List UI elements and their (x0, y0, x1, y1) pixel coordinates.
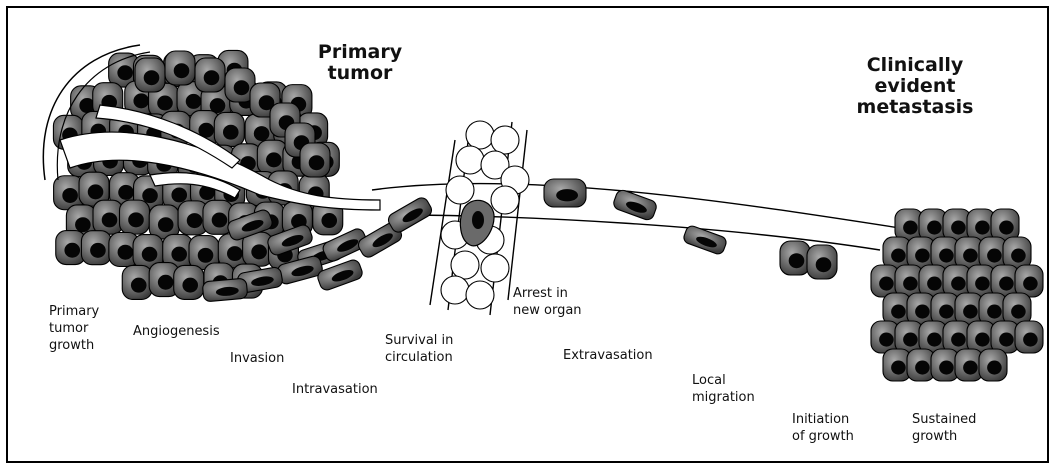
tumor-cell (122, 265, 152, 299)
initiating-cell (780, 241, 810, 275)
step-label-intravasation: Intravasation (292, 381, 422, 398)
step-label-invasion: Invasion (230, 350, 320, 367)
step-label-survival-in-circulation: Survival in circulation (385, 332, 485, 366)
tumor-cell (214, 112, 244, 146)
tumor-cell (165, 51, 195, 85)
red-blood-cell (456, 146, 484, 174)
step-label-local-migration: Local migration (692, 372, 782, 406)
invading-cell (202, 278, 248, 302)
tumor-cell (119, 200, 149, 234)
metastasis-cell (1003, 237, 1031, 269)
metastasis-cell (1015, 321, 1043, 353)
red-blood-cell (446, 176, 474, 204)
metastasis-cell (979, 349, 1007, 381)
circulation-vessel-wall-far (508, 130, 527, 300)
step-label-sustained-growth: Sustained growth (912, 411, 1002, 445)
primary-tumor-title: Primary tumor (305, 42, 415, 84)
tumor-cell (174, 265, 204, 299)
tumor-cell (300, 143, 330, 177)
red-blood-cell (451, 251, 479, 279)
tumor-cell (195, 58, 225, 92)
red-blood-cell (441, 276, 469, 304)
initiating-cell (807, 245, 837, 279)
step-label-primary-tumor-growth: Primary tumor growth (49, 303, 129, 354)
red-blood-cell (466, 121, 494, 149)
metastasis-mass (871, 209, 1043, 381)
metastasis-cell (991, 209, 1019, 241)
metastasis-title: Clinically evident metastasis (845, 55, 985, 118)
step-label-initiation-of-growth: Initiation of growth (792, 411, 882, 445)
migrating-cells (544, 179, 837, 279)
extravasating-cell (544, 179, 586, 207)
tumor-cell (81, 231, 111, 265)
red-blood-cell (491, 126, 519, 154)
invading-cell (386, 195, 434, 234)
metastasis-cell (1015, 265, 1043, 297)
red-blood-cell (491, 186, 519, 214)
step-label-arrest-in-new-organ: Arrest in new organ (513, 285, 613, 319)
red-blood-cell (466, 281, 494, 309)
tumor-cell (93, 200, 123, 234)
step-label-extravasation: Extravasation (563, 347, 693, 364)
tumor-cell (135, 58, 165, 92)
red-blood-cell (481, 254, 509, 282)
step-label-angiogenesis: Angiogenesis (133, 323, 263, 340)
metastasis-cell (1003, 293, 1031, 325)
